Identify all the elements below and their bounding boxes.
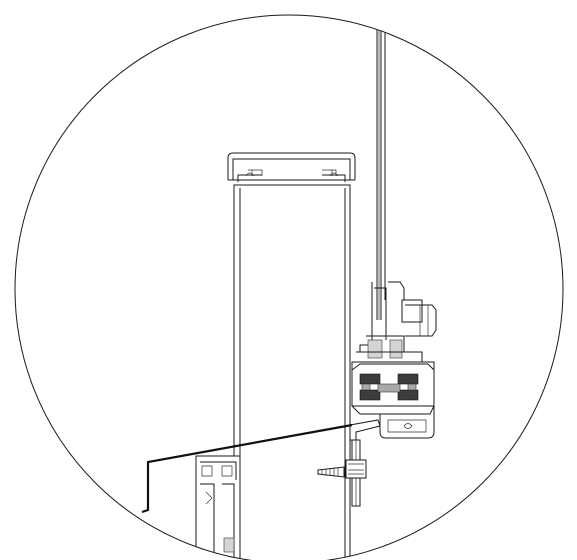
- vertical-mullion: [233, 184, 351, 560]
- mullion-cap: [227, 152, 356, 186]
- detail-content: [141, 15, 437, 560]
- screw-anchor: [317, 466, 345, 478]
- glass-pane: [376, 15, 386, 320]
- bracket: [345, 419, 381, 507]
- detail-circle: [14, 14, 564, 560]
- sill-flashing: [141, 423, 353, 514]
- pressure-plate-assembly: [351, 281, 437, 439]
- subframe-profile: [195, 455, 241, 560]
